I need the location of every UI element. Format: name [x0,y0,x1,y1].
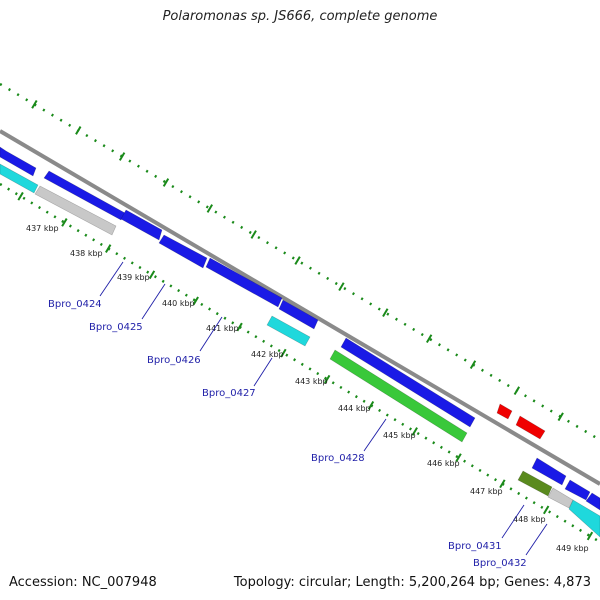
leader-line [253,357,273,387]
cds-feature[interactable] [531,457,567,486]
leader-line [525,523,548,556]
gene-label[interactable]: Bpro_0428 [311,453,365,464]
kbp-scale-labels: 437 kbp 438 kbp 439 kbp 440 kbp 441 kbp … [26,224,589,553]
kbp-label: 448 kbp [513,515,546,524]
tick-mark [31,100,38,109]
tick-mark [367,400,375,410]
tick-mark [105,244,112,253]
misc-feature[interactable] [0,163,39,194]
tick-mark [118,152,126,161]
genome-backbone [0,129,600,486]
kbp-label: 449 kbp [556,544,589,553]
kbp-label: 439 kbp [117,273,150,282]
tick-mark [425,334,433,344]
tick-mark [469,360,477,370]
cds-feature[interactable] [120,209,163,241]
kbp-label: 438 kbp [70,249,103,258]
pseudo-feature[interactable] [547,487,574,509]
gene-labels: Bpro_0424 Bpro_0425 Bpro_0426 Bpro_0427 … [48,299,527,569]
tick-mark [455,453,462,462]
tick-mark [543,505,550,515]
kbp-label: 443 kbp [295,377,328,386]
kbp-label: 440 kbp [162,299,195,308]
tick-mark [192,296,199,306]
kbp-label: 444 kbp [338,404,371,413]
leader-line [141,283,166,320]
outer-tick-ring [0,82,600,442]
accession-text: Accession: NC_007948 [9,575,157,590]
genome-summary-text: Topology: circular; Length: 5,200,264 bp… [233,575,591,590]
tick-mark [586,531,594,541]
tick-mark [162,178,170,187]
tick-mark [61,218,68,227]
gene-label[interactable]: Bpro_0424 [48,299,102,310]
rrna-feature[interactable] [329,349,468,443]
tick-mark [382,308,389,317]
tick-mark [557,412,564,422]
leader-line [363,418,387,452]
map-title: Polaromonas sp. JS666, complete genome [162,9,438,24]
tick-mark [280,348,287,358]
tick-mark [148,270,156,280]
tick-mark [513,386,521,396]
leader-line [199,316,223,352]
cds-feature[interactable] [205,257,283,308]
tick-mark [499,479,506,489]
cds-feature[interactable] [340,337,476,428]
kbp-label: 437 kbp [26,224,59,233]
misc-feature[interactable] [266,315,311,347]
gene-label-leaders [99,261,548,556]
trna-feature[interactable] [496,403,513,420]
gene-label[interactable]: Bpro_0425 [89,322,143,333]
cds-feature[interactable] [585,492,600,511]
kbp-label: 441 kbp [206,324,239,333]
gene-label[interactable]: Bpro_0427 [202,388,256,399]
tick-mark [411,427,418,436]
gene-label[interactable]: Bpro_0426 [147,355,201,366]
cds-feature[interactable] [158,234,208,269]
cds-feature[interactable] [278,299,319,330]
misc-feature[interactable] [568,499,600,538]
tick-mark [206,204,213,213]
tick-mark [294,256,301,265]
cds-feature[interactable] [0,146,37,177]
other-feature[interactable] [517,470,553,497]
inner-tick-ring [0,182,600,544]
leader-line [501,504,525,539]
outer-tick-marks [31,100,564,422]
kbp-label: 442 kbp [251,350,284,359]
pseudo-feature[interactable] [34,185,117,236]
tick-mark [324,374,331,384]
gene-label[interactable]: Bpro_0431 [448,541,502,552]
gene-label[interactable]: Bpro_0432 [473,558,527,569]
leader-line [99,261,124,297]
tick-mark [338,282,345,291]
tick-mark [236,322,243,332]
tick-mark [250,230,257,239]
cds-feature[interactable] [564,479,591,501]
inner-tick-marks [17,191,594,541]
tick-mark [17,191,24,201]
kbp-label: 447 kbp [470,487,503,496]
cds-feature[interactable] [43,170,126,221]
trna-feature[interactable] [515,415,546,440]
kbp-label: 446 kbp [427,459,460,468]
kbp-label: 445 kbp [383,431,416,440]
tick-mark [75,126,82,135]
